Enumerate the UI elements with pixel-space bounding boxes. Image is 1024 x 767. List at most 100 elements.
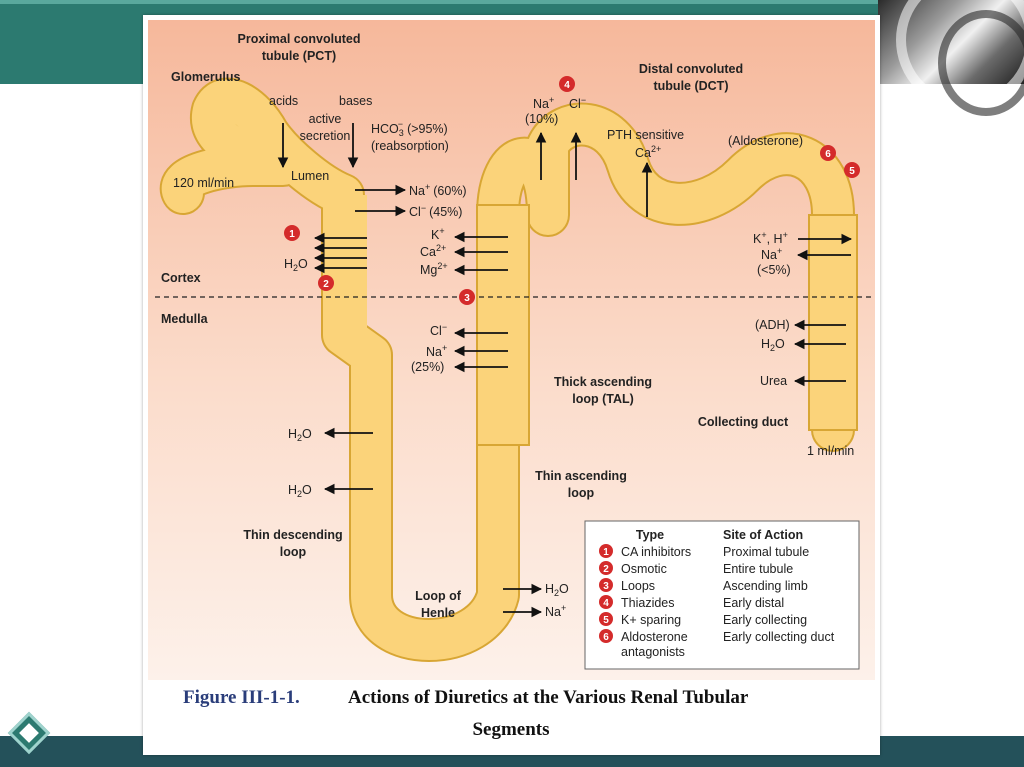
badge-3: 3	[459, 289, 475, 305]
h2o-loop-label: H2O	[545, 582, 569, 598]
svg-text:3: 3	[464, 293, 470, 304]
ca-tal-label: Ca2+	[420, 243, 446, 259]
svg-text:Osmotic: Osmotic	[621, 562, 667, 576]
cl-45-label: Cl−(45%)	[409, 203, 462, 219]
flow-in-label: 120 ml/min	[173, 176, 234, 190]
h2o-desc-label: H2O	[288, 483, 312, 499]
tal-label: loop (TAL)	[572, 392, 634, 406]
svg-text:4: 4	[564, 80, 570, 91]
thin-descending-label: Thin descending	[243, 528, 342, 542]
na-loop-label: Na+	[545, 603, 566, 619]
dct-title: tubule (DCT)	[654, 79, 729, 93]
legend-site-header: Site of Action	[723, 528, 803, 542]
svg-text:K+ sparing: K+ sparing	[621, 613, 681, 627]
na-tal-label: Na+	[426, 343, 447, 359]
urea-label: Urea	[760, 374, 787, 388]
caption-figure-number: Figure III-1-1.	[183, 687, 300, 708]
adh-label: (ADH)	[755, 318, 790, 332]
pct-10-label: (10%)	[525, 112, 558, 126]
acids-label: acids	[269, 94, 298, 108]
cortex-label: Cortex	[161, 271, 201, 285]
legend-row: 2 Osmotic Entire tubule	[599, 561, 793, 576]
legend-box: Type Site of Action 1 CA inhibitors Proxi…	[584, 520, 860, 670]
legend-row: 4 Thiazides Early distal	[599, 595, 784, 610]
legend-extra: antagonists	[621, 645, 685, 659]
ca-label: Ca2+	[635, 144, 661, 160]
svg-text:3: 3	[603, 581, 609, 592]
pct-title: tubule (PCT)	[262, 49, 336, 63]
badge-1: 1	[284, 225, 300, 241]
badge-5: 5	[844, 162, 860, 178]
k-label: K+	[431, 226, 445, 242]
na-60-label: Na+(60%)	[409, 182, 467, 198]
header-photo	[878, 0, 1024, 116]
secretion-label: secretion	[300, 129, 351, 143]
svg-text:Early collecting duct: Early collecting duct	[723, 630, 835, 644]
flow-out-label: 1 ml/min	[807, 444, 854, 458]
svg-text:5: 5	[849, 166, 855, 177]
h2o-cd-label: H2O	[761, 337, 785, 353]
nephron-tubule	[160, 77, 855, 662]
h2o-desc-label: H2O	[288, 427, 312, 443]
svg-text:5: 5	[603, 615, 609, 626]
bases-label: bases	[339, 94, 372, 108]
svg-text:2: 2	[603, 564, 609, 575]
renal-tubule-diagram: Proximal convoluted tubule (PCT) Glomeru…	[148, 20, 875, 740]
svg-text:Early collecting: Early collecting	[723, 613, 807, 627]
na-dct-label: Na+	[761, 246, 782, 262]
pth-label: PTH sensitive	[607, 128, 684, 142]
svg-text:Entire tubule: Entire tubule	[723, 562, 793, 576]
svg-text:1: 1	[289, 229, 295, 240]
tal-label: Thick ascending	[554, 375, 652, 389]
loop-henle-label: Loop of	[415, 589, 462, 603]
na-top-label: Na+	[533, 95, 554, 111]
active-label: active	[309, 112, 342, 126]
photo-arc	[938, 10, 1024, 116]
medulla-label: Medulla	[161, 312, 209, 326]
legend-row: 1 CA inhibitors Proximal tubule	[599, 544, 809, 559]
figure-card: Proximal convoluted tubule (PCT) Glomeru…	[143, 15, 880, 755]
loop-henle-label: Henle	[421, 606, 455, 620]
svg-text:Proximal tubule: Proximal tubule	[723, 545, 809, 559]
badge-6: 6	[820, 145, 836, 161]
svg-text:Aldosterone: Aldosterone	[621, 630, 688, 644]
pct25-label: (25%)	[411, 360, 444, 374]
pct-title: Proximal convoluted	[238, 32, 361, 46]
cl-tal-label: Cl−	[430, 322, 447, 338]
legend-row: 5 K+ sparing Early collecting	[599, 612, 807, 627]
thin-ascending-label: loop	[568, 486, 595, 500]
svg-text:2: 2	[323, 279, 329, 290]
kh-label: K+, H+	[753, 230, 788, 246]
lt5-label: (<5%)	[757, 263, 791, 277]
svg-text:6: 6	[603, 632, 609, 643]
hco3-label: HCO3−(>95%)	[371, 119, 448, 138]
pct-segment	[323, 195, 367, 335]
svg-text:1: 1	[603, 547, 609, 558]
thin-descending-label: loop	[280, 545, 307, 559]
glomerulus-label: Glomerulus	[171, 70, 241, 84]
tal-segment	[476, 204, 530, 446]
collecting-duct-segment	[808, 214, 858, 431]
h2o-pct-label: H2O	[284, 257, 308, 273]
caption-line-1: Actions of Diuretics at the Various Rena…	[348, 687, 749, 708]
mg-label: Mg2+	[420, 261, 448, 277]
svg-text:6: 6	[825, 149, 831, 160]
legend-row: 6 Aldosterone Early collecting duct	[599, 629, 835, 644]
svg-text:4: 4	[603, 598, 609, 609]
svg-text:Ascending limb: Ascending limb	[723, 579, 808, 593]
legend-type-header: Type	[636, 528, 664, 542]
collecting-duct-label: Collecting duct	[698, 415, 789, 429]
flux-arrows	[277, 123, 853, 618]
dct-title: Distal convoluted	[639, 62, 743, 76]
svg-text:Early distal: Early distal	[723, 596, 784, 610]
svg-text:Thiazides: Thiazides	[621, 596, 675, 610]
cl-top-label: Cl−	[569, 95, 586, 111]
reabsorption-label: (reabsorption)	[371, 139, 449, 153]
caption-line-2: Segments	[472, 719, 549, 740]
badge-2: 2	[318, 275, 334, 291]
legend-row: 3 Loops Ascending limb	[599, 578, 808, 593]
svg-text:CA inhibitors: CA inhibitors	[621, 545, 691, 559]
aldosterone-label: (Aldosterone)	[728, 134, 803, 148]
lumen-label: Lumen	[291, 169, 329, 183]
svg-text:Loops: Loops	[621, 579, 655, 593]
